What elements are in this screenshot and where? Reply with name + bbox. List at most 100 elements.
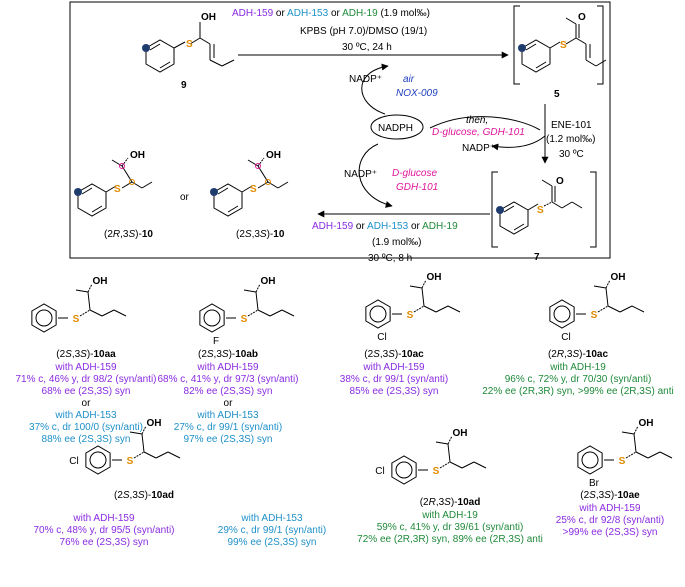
sulfur-atom: S: [619, 456, 626, 467]
substituent-br: Br: [589, 478, 600, 489]
adh153-label: ADH-153: [367, 221, 409, 232]
bond: [409, 285, 423, 289]
bracket-right: [597, 5, 604, 85]
sulfur-atom: S: [250, 184, 257, 195]
hydroxyl-label: OH: [639, 418, 654, 429]
substituent-cl: Cl: [561, 332, 570, 343]
sulfur-atom: S: [127, 456, 134, 467]
result-line: 76% ee (2S,3S) syn: [60, 537, 149, 548]
result-line: with ADH-159: [54, 362, 117, 373]
label-part: ,3: [120, 229, 129, 240]
result-line: with ADH-19: [421, 510, 478, 521]
carbonyl-oxygen: O: [578, 12, 586, 23]
bond: [243, 289, 257, 293]
or-text: or: [328, 8, 342, 19]
sulfur-atom: S: [241, 314, 248, 325]
compound-7: [499, 179, 583, 235]
result-line: 25% c, dr 92/8 (syn/anti): [556, 515, 664, 526]
label-part: )-: [135, 229, 142, 240]
label-part: ,3: [252, 229, 261, 240]
compound-label: (2R,3S)-10ac: [548, 349, 609, 360]
result-line: or: [224, 398, 234, 409]
sulfur-atom: S: [591, 310, 598, 321]
structure-0: [31, 283, 127, 333]
structure-5: [391, 435, 487, 485]
aromatic-circle: [35, 309, 53, 327]
adh153-label: ADH-153: [287, 8, 329, 19]
step1-buffer: KPBS (pH 7.0)/DMSO (19/1): [300, 26, 427, 37]
result-line: 68% ee (2S,3S) syn: [42, 386, 131, 397]
result-line: 68% c, 41% y, dr 97/3 (syn/anti): [158, 374, 299, 385]
compound-9-number: 9: [181, 80, 187, 91]
result-line: 99% ee (2S,3S) syn: [228, 537, 317, 548]
bond: [101, 309, 115, 317]
bond: [605, 279, 611, 289]
stereocenter-marker: [265, 179, 271, 185]
bond: [155, 451, 169, 459]
ene-loading: (1.2 mol‰): [546, 134, 595, 145]
bond: [167, 451, 181, 459]
oxidation-arc: [361, 63, 389, 115]
sulfur-atom: S: [433, 466, 440, 477]
bond: [281, 309, 295, 317]
adh159-label: ADH-159: [232, 8, 274, 19]
hydroxyl-label: OH: [453, 428, 468, 439]
benzene-ring: [85, 445, 111, 475]
bond: [255, 291, 259, 311]
bond: [413, 305, 425, 313]
gdh-label: GDH-101: [396, 182, 438, 193]
compound-label: (2R,3S)-10ad: [420, 497, 481, 508]
aromatic-circle: [369, 305, 387, 323]
adh19-label: ADH-19: [422, 221, 458, 232]
step3-temperature: 30 ºC, 8 h: [368, 253, 412, 264]
bond: [447, 435, 453, 445]
bond: [625, 451, 637, 459]
sulfur-atom: S: [537, 205, 544, 216]
result-line: 29% c, dr 99/1 (syn/anti): [218, 525, 326, 536]
sulfur-atom: S: [560, 40, 567, 51]
bond: [79, 309, 91, 317]
result-line: >99% ee (2S,3S) syn: [563, 527, 658, 538]
result-line: 38% c, dr 99/1 (syn/anti): [340, 374, 448, 385]
result-line: 37% c, dr 100/0 (syn/anti): [29, 422, 143, 433]
step3-enzymes: ADH-159 or ADH-153 or ADH-19: [312, 221, 458, 232]
stereocenter-marker: [129, 179, 135, 185]
reduction-arc: [358, 143, 393, 208]
result-line: with ADH-153: [240, 513, 303, 524]
substituent-dot: [74, 188, 82, 196]
bond: [659, 451, 673, 459]
ene-coupling-arc: [429, 116, 541, 131]
bond: [255, 283, 261, 293]
label-part: 10: [142, 229, 154, 240]
then-label: then,: [466, 115, 488, 126]
structure-6: [577, 425, 673, 475]
label-part: S: [245, 229, 252, 240]
result-line: 27% c, dr 99/1 (syn/anti): [174, 422, 282, 433]
structure-1: [199, 283, 295, 333]
bond: [129, 431, 143, 435]
bond: [269, 309, 283, 317]
bond: [75, 289, 89, 293]
compound-5: [521, 17, 607, 73]
result-line: with ADH-159: [72, 513, 135, 524]
adh19-label: ADH-19: [342, 8, 378, 19]
hydroxyl-label: OH: [147, 418, 162, 429]
stereocenter-marker: [255, 163, 261, 169]
compound-9: [145, 22, 235, 73]
bond: [621, 431, 635, 435]
bond: [635, 451, 649, 459]
ene-label: ENE-101: [551, 120, 592, 131]
bracket-right: [590, 171, 597, 248]
step1-temperature: 30 ºC, 24 h: [342, 42, 392, 53]
nadp-right: NADP⁺: [462, 143, 495, 154]
result-line: 70% c, 48% y, dr 95/5 (syn/anti): [34, 525, 175, 536]
bond: [607, 305, 621, 313]
bond: [605, 287, 609, 307]
sulfur-atom: S: [407, 310, 414, 321]
result-line: 22% ee (2R,3R) syn, >99% ee (2R,3S) anti: [482, 386, 673, 397]
label-part: (2: [104, 229, 113, 240]
result-line: 85% ee (2S,3S) syn: [350, 386, 439, 397]
structure-2: [365, 279, 461, 329]
